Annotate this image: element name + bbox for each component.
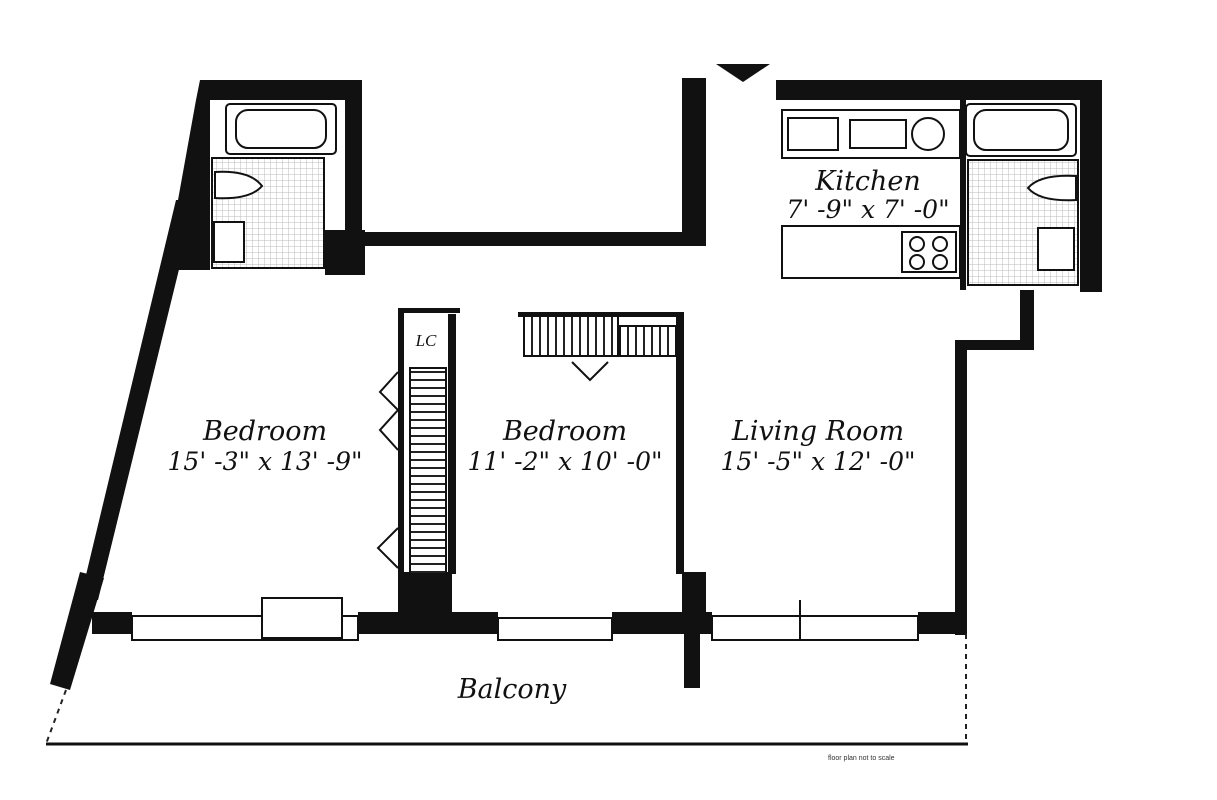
bedroom-1-dimensions: 15' -3" x 13' -9" xyxy=(168,447,363,476)
footer-credit: floor plan not to scale xyxy=(828,755,895,762)
kitchen-name: Kitchen xyxy=(814,166,921,197)
right-bathroom xyxy=(965,103,1079,286)
living-room-dimensions: 15' -5" x 12' -0" xyxy=(721,447,916,476)
walls xyxy=(50,78,1102,690)
balcony-name: Balcony xyxy=(457,674,567,705)
toilet-icon xyxy=(214,170,264,200)
balcony-outline xyxy=(45,634,968,746)
bedroom-2-dimensions: 11' -2" x 10' -0" xyxy=(468,447,663,476)
closets xyxy=(376,315,677,575)
bedroom-2-name: Bedroom xyxy=(502,416,627,447)
entry-arrow-icon xyxy=(716,64,770,82)
sink-icon xyxy=(213,221,245,263)
stove-icon xyxy=(911,117,945,151)
living-room-name: Living Room xyxy=(731,416,904,447)
bathtub-icon xyxy=(225,103,337,155)
left-bathroom xyxy=(211,103,337,269)
kitchen-dimensions: 7' -9" x 7' -0" xyxy=(786,195,949,224)
bedroom-1-name: Bedroom xyxy=(202,416,327,447)
kitchen-counters xyxy=(781,109,961,279)
windows xyxy=(131,597,919,641)
linen-closet-label: LC xyxy=(415,331,437,350)
